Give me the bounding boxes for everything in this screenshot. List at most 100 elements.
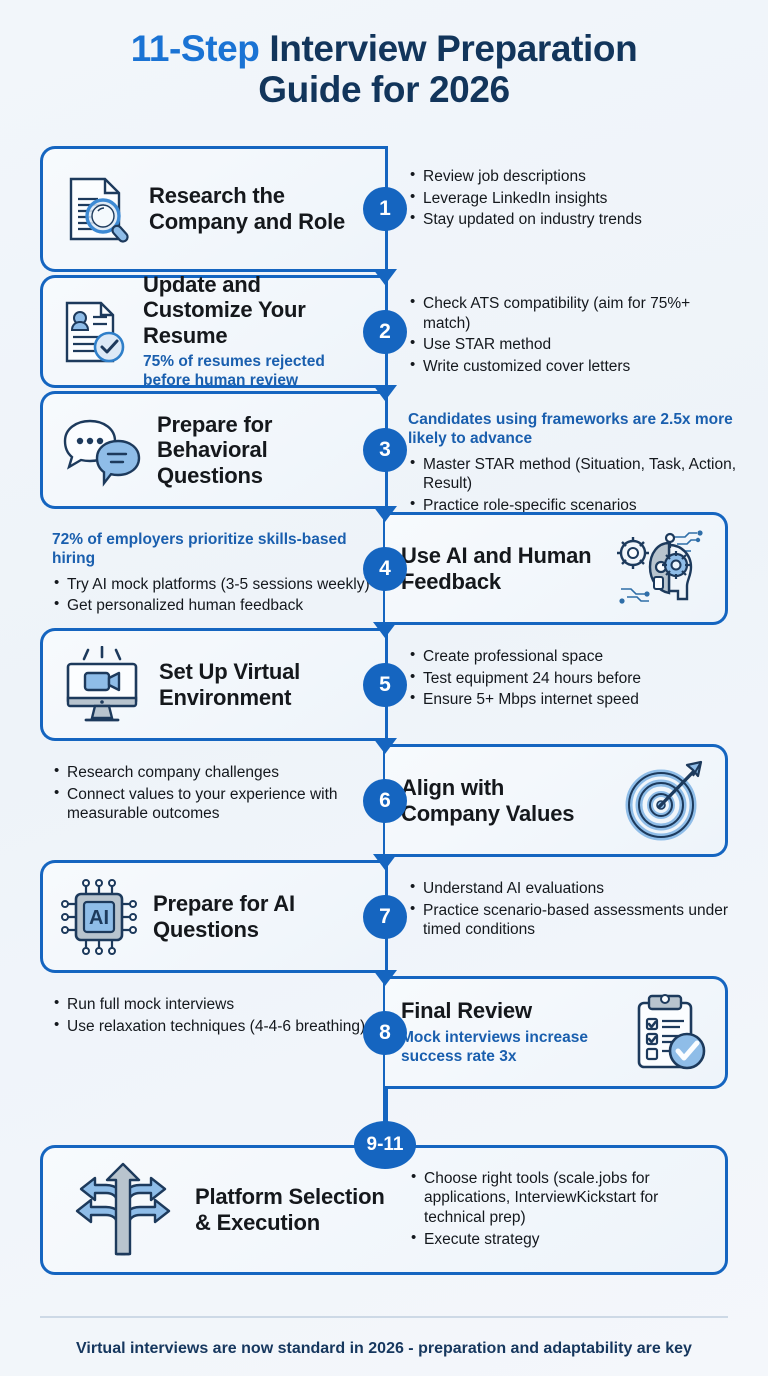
- list-item: Execute strategy: [409, 1229, 701, 1250]
- step-number: 6: [379, 789, 391, 812]
- step-bullet-list: Create professional spaceTest equipment …: [408, 646, 738, 710]
- step-card-2[interactable]: Update and Customize Your Resume 75% of …: [40, 272, 385, 391]
- step-card-body: Prepare for AI Questions: [153, 891, 369, 942]
- list-item: Research company challenges: [52, 762, 370, 783]
- step-badge-2[interactable]: 2: [363, 310, 407, 354]
- list-item: Stay updated on industry trends: [408, 209, 738, 230]
- step-title: Prepare for Behavioral Questions: [157, 411, 273, 488]
- step-number: 7: [379, 905, 391, 928]
- step-card-6[interactable]: Align with Company Values: [385, 744, 728, 857]
- step-card-8[interactable]: Final Review Mock interviews increase su…: [385, 976, 728, 1089]
- step-number: 1: [379, 197, 391, 220]
- step-badge-3[interactable]: 3: [363, 428, 407, 472]
- video-monitor-icon: [59, 645, 145, 724]
- list-item: Check ATS compatibility (aim for 75%+ ma…: [408, 293, 738, 333]
- list-item: Review job descriptions: [408, 166, 738, 187]
- step-card-5[interactable]: Set Up Virtual Environment: [40, 628, 385, 741]
- step-card-body: Prepare for Behavioral Questions: [157, 412, 369, 489]
- flow-arrow-icon: [373, 970, 397, 986]
- list-item: Write customized cover letters: [408, 356, 738, 377]
- step-row: Align with Company Values Research compa…: [0, 738, 768, 857]
- list-item: Test equipment 24 hours before: [408, 668, 738, 689]
- step-details-4: 72% of employers prioritize skills-based…: [52, 531, 370, 618]
- list-item: Practice scenario-based assessments unde…: [408, 900, 738, 940]
- list-item: Create professional space: [408, 646, 738, 667]
- step-title: Platform Selection & Execution: [195, 1184, 385, 1235]
- step-badge-5[interactable]: 5: [363, 663, 407, 707]
- title-line2: Guide for 2026: [258, 69, 510, 111]
- step-title: Use AI and Human Feedback: [401, 542, 592, 594]
- multi-direction-arrows-icon: [75, 1162, 171, 1258]
- step-number: 9-11: [366, 1134, 404, 1155]
- step-details-7: Understand AI evaluationsPractice scenar…: [408, 878, 738, 942]
- step-bullet-list: Review job descriptionsLeverage LinkedIn…: [408, 166, 738, 230]
- step-title: Final Review: [401, 998, 532, 1024]
- step-bullet-list: Check ATS compatibility (aim for 75%+ ma…: [408, 293, 738, 377]
- step-badge-4[interactable]: 4: [363, 547, 407, 591]
- document-magnifier-icon: [59, 171, 135, 247]
- step-card-body: Research the Company and Role: [149, 183, 369, 234]
- step-number: 3: [379, 438, 391, 461]
- list-item: Understand AI evaluations: [408, 878, 738, 899]
- step-card-3[interactable]: Prepare for Behavioral Questions: [40, 391, 385, 509]
- step-row: Set Up Virtual Environment Create profes…: [0, 622, 768, 741]
- list-item: Connect values to your experience with m…: [52, 784, 370, 824]
- final-step-details: Choose right tools (scale.jobs for appli…: [409, 1168, 709, 1251]
- step-stat: Candidates using frameworks are 2.5x mor…: [408, 411, 733, 447]
- step-badge-6[interactable]: 6: [363, 779, 407, 823]
- step-card-4[interactable]: Use AI and Human Feedback: [385, 512, 728, 625]
- step-badge-8[interactable]: 8: [363, 1011, 407, 1055]
- list-item: Practice role-specific scenarios: [408, 495, 738, 516]
- step-row: Use AI and Human Feedback 72% of employe…: [0, 506, 768, 625]
- flow-arrow-icon: [373, 854, 397, 870]
- list-item: Get personalized human feedback: [52, 595, 370, 616]
- step-details-1: Review job descriptionsLeverage LinkedIn…: [408, 166, 738, 232]
- step-bullet-list: Understand AI evaluationsPractice scenar…: [408, 878, 738, 940]
- step-badge-9-11[interactable]: 9-11: [354, 1121, 416, 1169]
- step-card-body: Final Review Mock interviews increase su…: [401, 998, 611, 1066]
- step-title: Prepare for AI Questions: [153, 890, 295, 942]
- list-item: Leverage LinkedIn insights: [408, 188, 738, 209]
- step-bullet-list: Run full mock interviewsUse relaxation t…: [52, 994, 370, 1036]
- flow-arrow-icon: [373, 738, 397, 754]
- step-row: Research the Company and Role Review job…: [0, 146, 768, 272]
- list-item: Master STAR method (Situation, Task, Act…: [408, 454, 738, 494]
- step-details-5: Create professional spaceTest equipment …: [408, 646, 738, 712]
- step-card-1[interactable]: Research the Company and Role: [40, 146, 385, 272]
- step-subtitle: 75% of resumes rejected before human rev…: [143, 353, 325, 390]
- step-card-7[interactable]: AI Prepare for AI Questions: [40, 860, 385, 973]
- footer-text: Virtual interviews are now standard in 2…: [76, 1340, 692, 1357]
- title-rest: Interview Preparation: [259, 28, 638, 69]
- step-title: Set Up Virtual Environment: [159, 658, 301, 710]
- step-badge-7[interactable]: 7: [363, 895, 407, 939]
- step-details-8: Run full mock interviewsUse relaxation t…: [52, 994, 370, 1038]
- speech-bubbles-icon: [59, 413, 143, 487]
- list-item: Ensure 5+ Mbps internet speed: [408, 689, 738, 710]
- step-card-body: Set Up Virtual Environment: [159, 659, 369, 710]
- step-row: AI Prepare for AI Questions Understand A…: [0, 854, 768, 973]
- flow-arrow-icon: [373, 385, 397, 401]
- step-badge-1[interactable]: 1: [363, 187, 407, 231]
- svg-text:AI: AI: [89, 907, 109, 929]
- footer-divider: [40, 1316, 728, 1318]
- clipboard-check-icon: [625, 991, 709, 1075]
- flow-arrow-icon: [373, 506, 397, 522]
- step-card-body: Align with Company Values: [401, 775, 607, 826]
- step-card-body: Update and Customize Your Resume 75% of …: [143, 272, 369, 391]
- step-bullet-list: Try AI mock platforms (3-5 sessions week…: [52, 574, 370, 616]
- step-row: Final Review Mock interviews increase su…: [0, 970, 768, 1089]
- step-title: Update and Customize Your Resume: [143, 271, 306, 348]
- title-accent: 11-Step: [130, 28, 260, 69]
- step-bullet-list: Choose right tools (scale.jobs for appli…: [409, 1168, 701, 1250]
- list-item: Try AI mock platforms (3-5 sessions week…: [52, 574, 370, 595]
- step-details-6: Research company challengesConnect value…: [52, 762, 370, 826]
- step-bullet-list: Master STAR method (Situation, Task, Act…: [408, 454, 738, 516]
- step-number: 4: [379, 557, 391, 580]
- flow-connector-line: [383, 146, 388, 1145]
- resume-check-icon: [59, 297, 129, 367]
- step-row: Prepare for Behavioral Questions Candida…: [0, 385, 768, 514]
- step-details-3: Candidates using frameworks are 2.5x mor…: [408, 411, 738, 517]
- step-card-body: Platform Selection & Execution: [195, 1184, 395, 1235]
- final-step-row: 9-11 Platform Selection & Execution Choo…: [0, 1121, 768, 1285]
- step-card-body: Use AI and Human Feedback: [401, 543, 597, 594]
